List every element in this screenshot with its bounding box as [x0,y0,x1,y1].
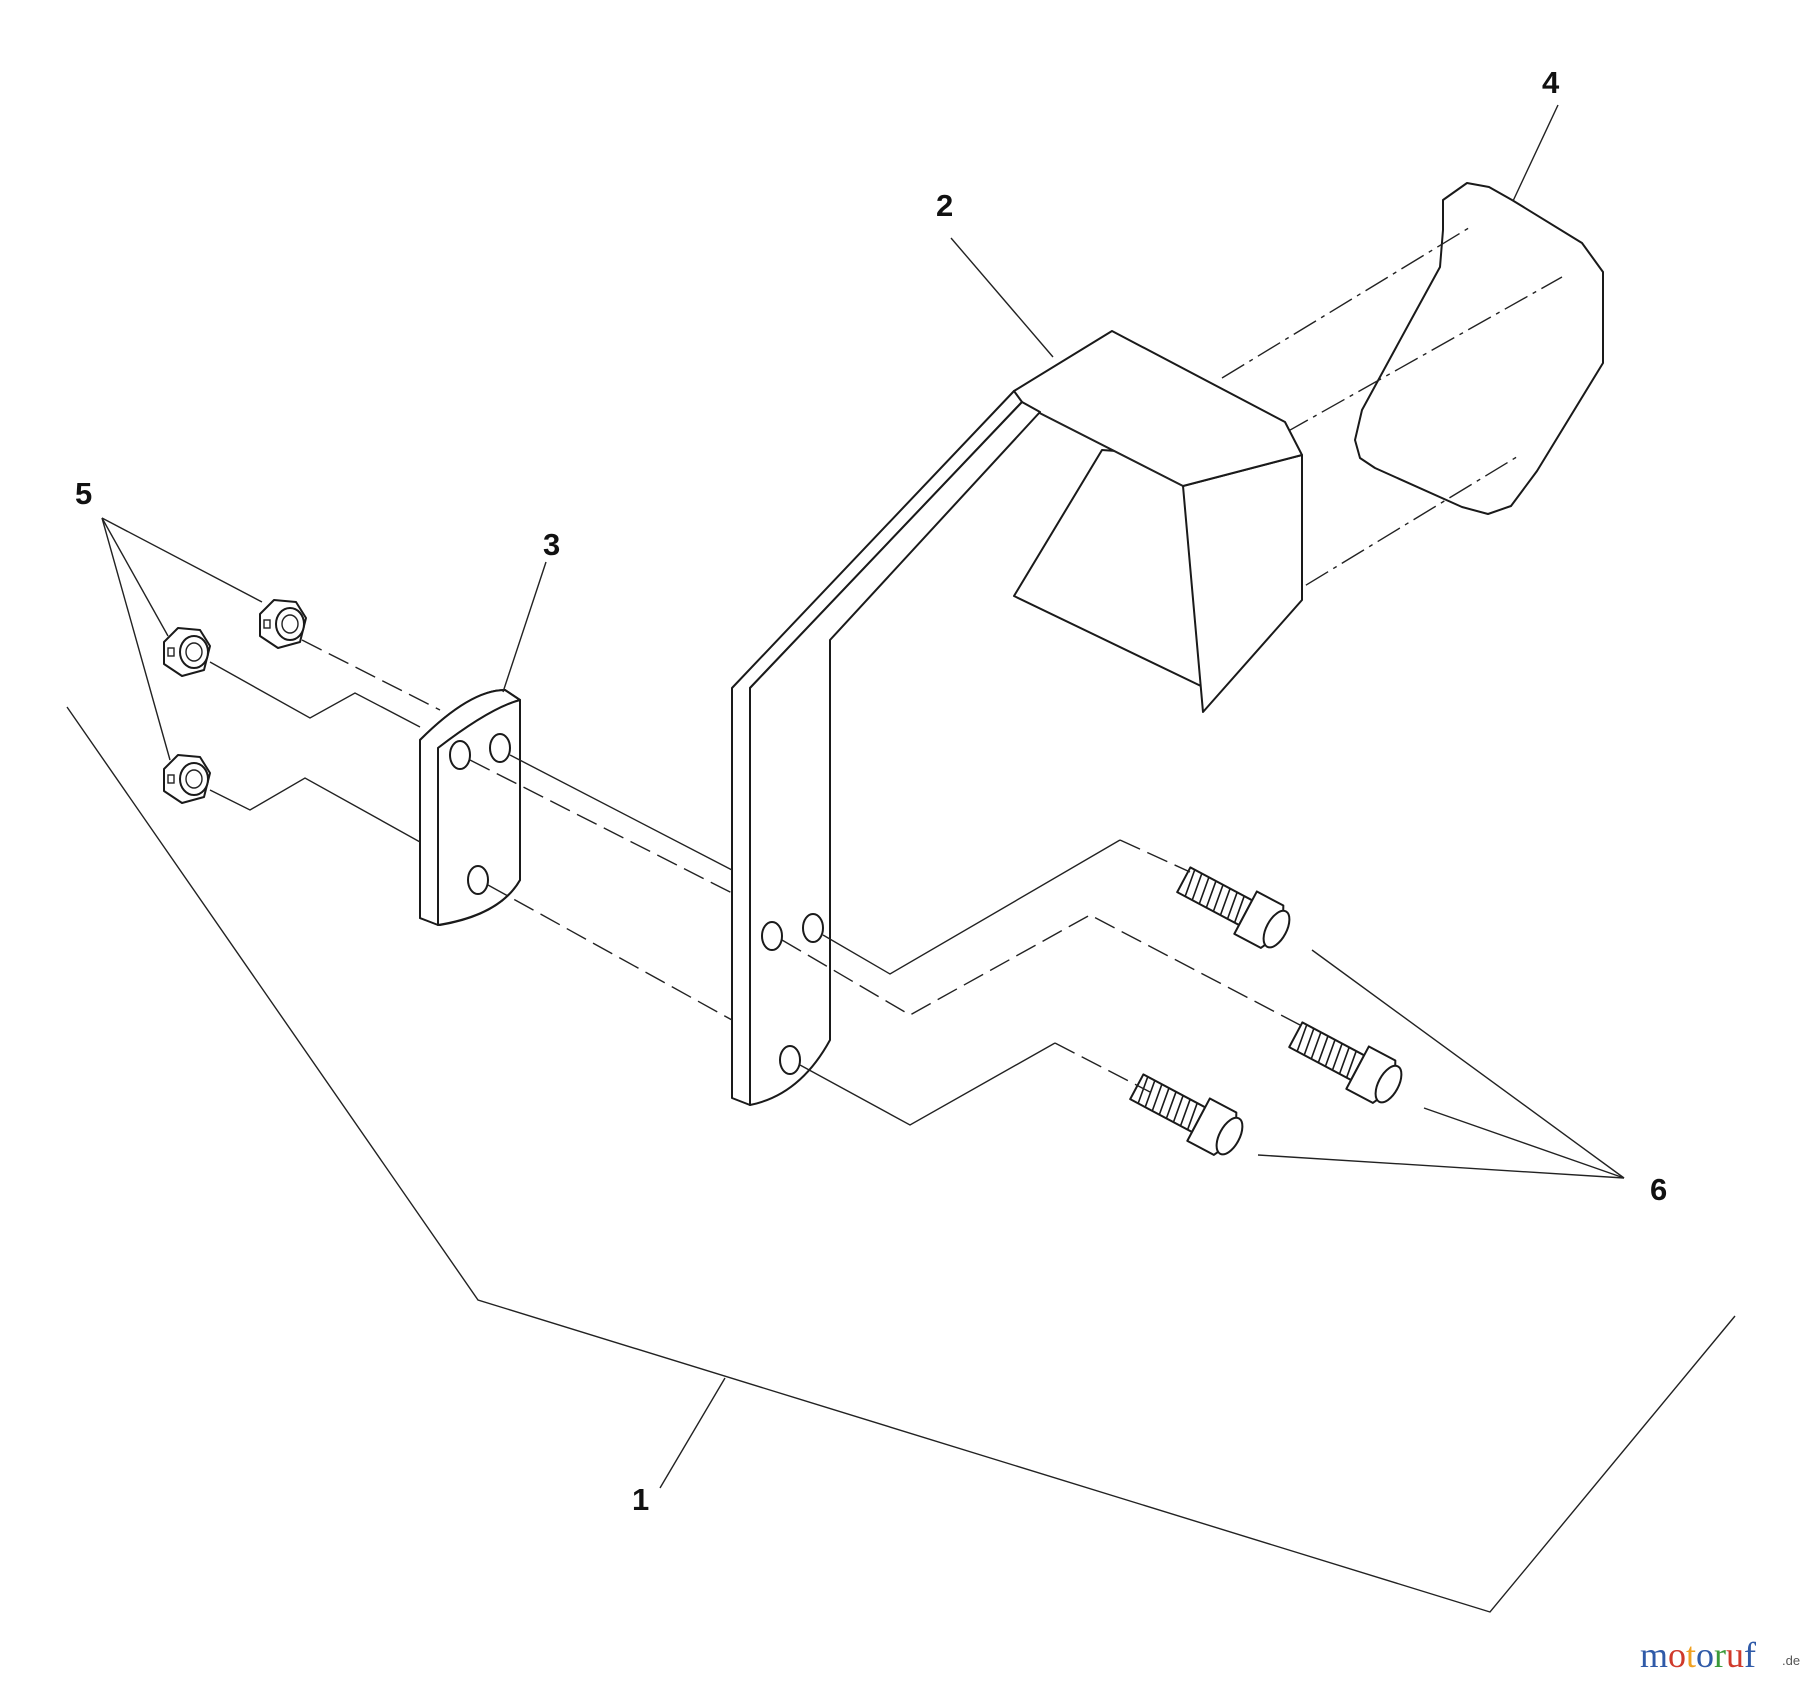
watermark-letter: o [1696,1635,1714,1675]
plate-hole-upper-right [489,733,511,763]
part-6-bolt-top [1176,866,1291,949]
watermark-logo-text: motoruf [1640,1635,1756,1675]
plate-hole-lower [467,865,489,895]
bracket-hole-upper-right [802,913,824,943]
part-5-nut-top [259,599,307,649]
watermark-letter: r [1714,1635,1726,1675]
part-6-bolt-bottom [1129,1073,1244,1156]
callout-2: 2 [936,188,953,223]
part-5-nut-bottom [163,754,211,804]
part-5-nut-middle [163,627,211,677]
watermark-letter: m [1640,1635,1668,1675]
part-3-backing-plate [419,689,521,926]
callout-6: 6 [1650,1172,1667,1207]
motoruf-watermark: motoruf .de [1640,1635,1800,1675]
part-2-bracket [731,330,1303,1106]
watermark-letter: u [1726,1635,1744,1675]
callout-4: 4 [1542,65,1560,100]
callout-5: 5 [75,476,92,511]
callouts: 1 2 3 4 5 6 [75,65,1667,1517]
watermark-suffix: .de [1782,1653,1800,1668]
part-4-cover [1354,182,1604,515]
plate-hole-upper-left [449,740,471,770]
bracket-hole-upper-left [761,921,783,951]
watermark-letter: f [1744,1635,1756,1675]
leader-lines [66,104,1736,1613]
callout-1: 1 [632,1482,649,1517]
bracket-hole-lower [779,1045,801,1075]
watermark-letter: t [1686,1635,1696,1675]
watermark-letter: o [1668,1635,1686,1675]
callout-3: 3 [543,527,560,562]
assembly-lines [209,639,1301,1126]
part-6-bolt-middle [1288,1021,1403,1104]
